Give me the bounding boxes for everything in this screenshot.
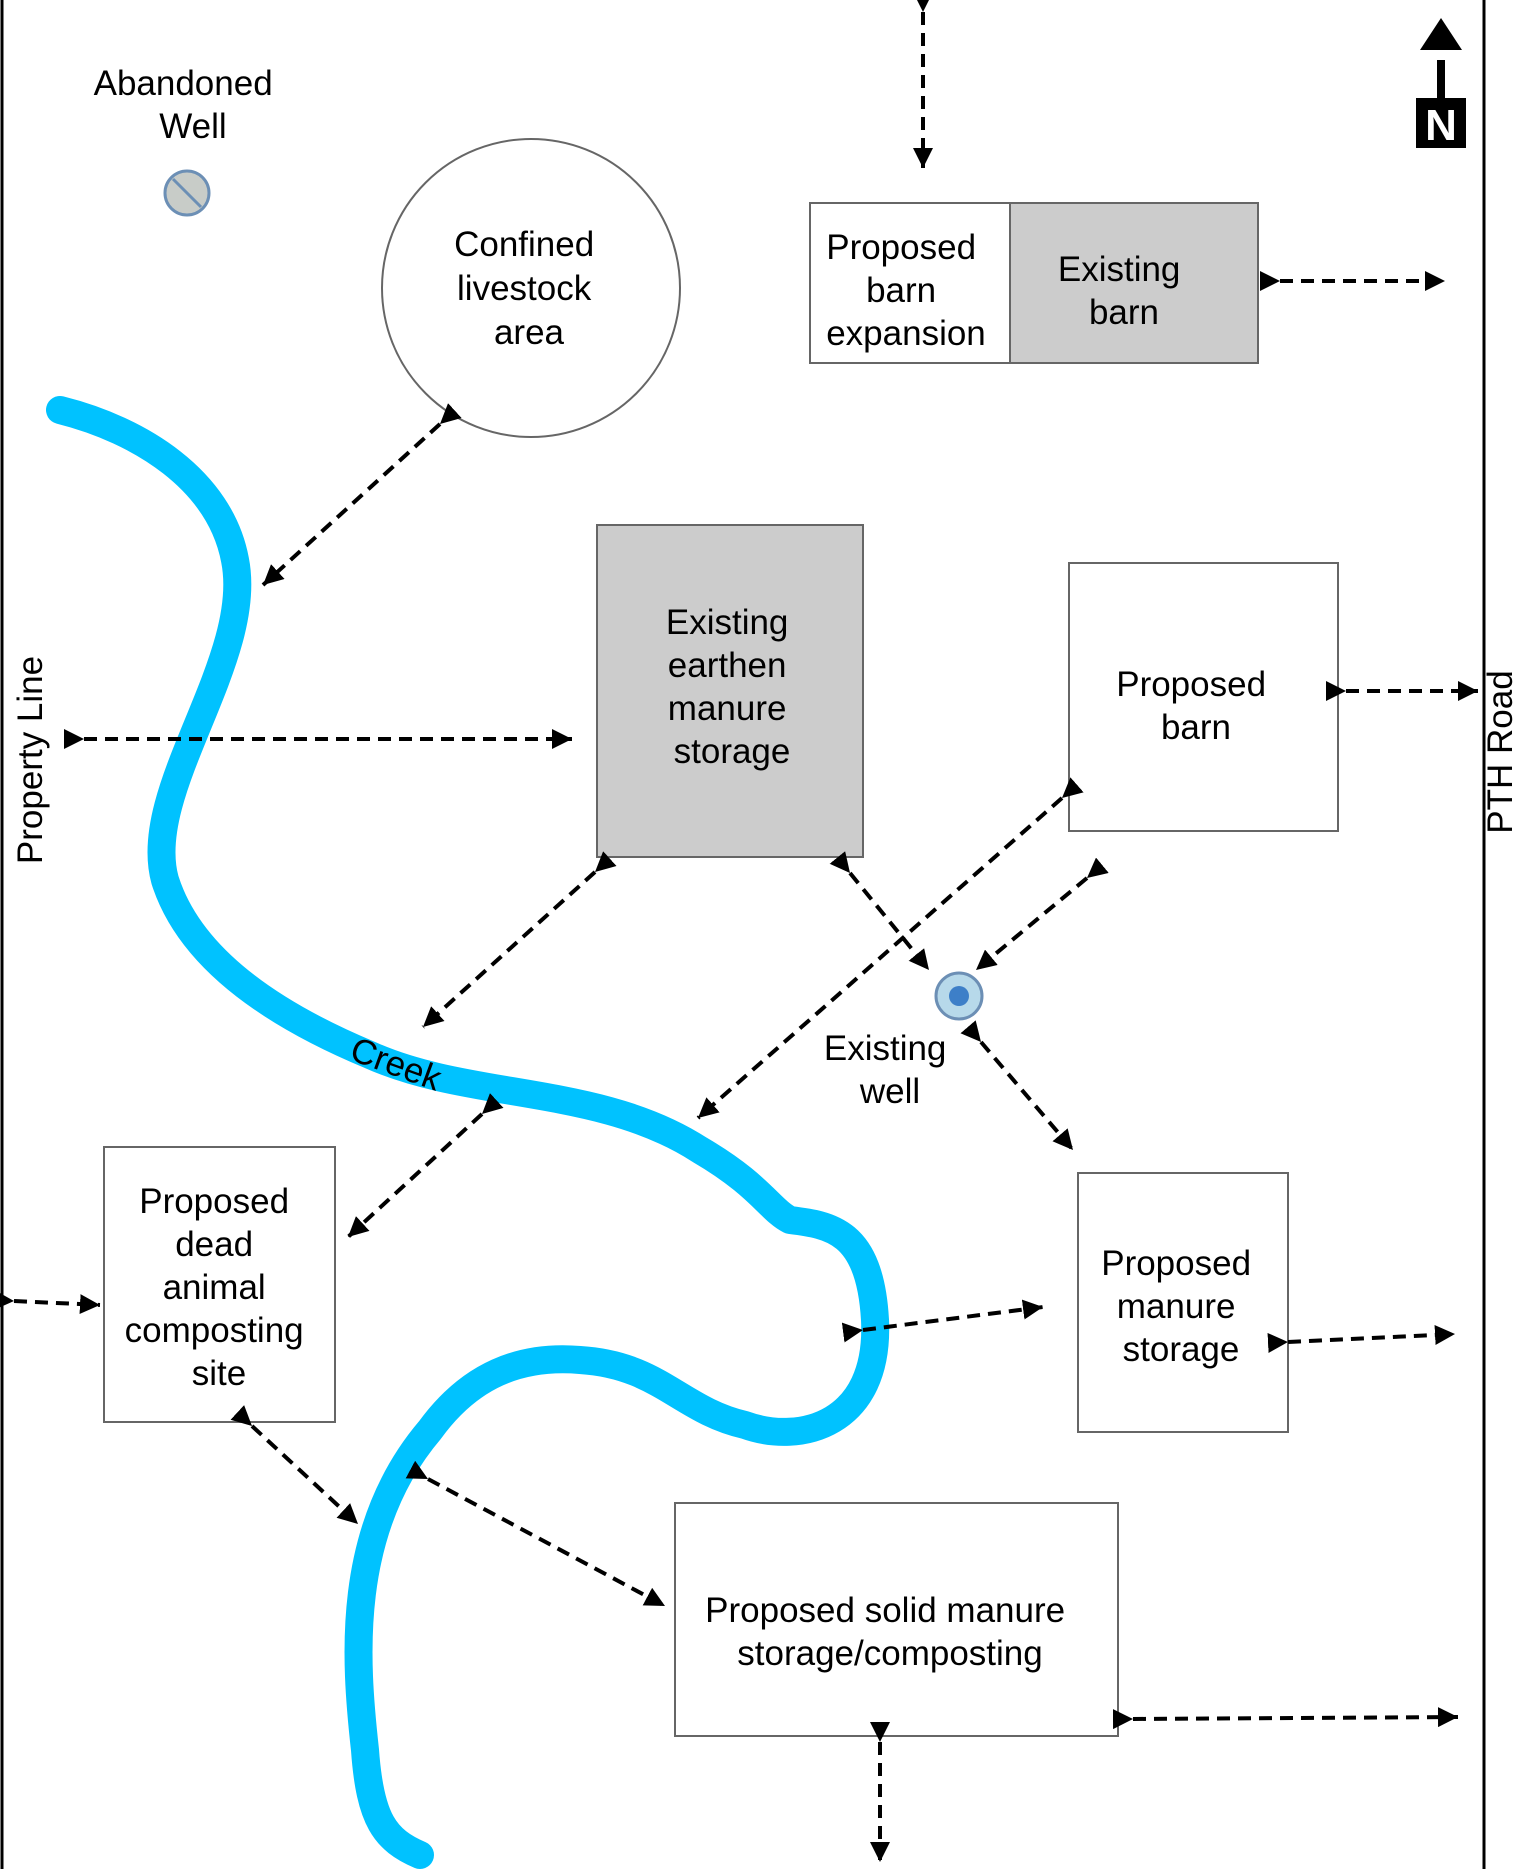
- creek: [46, 396, 890, 1869]
- proposed-solid-manure-storage: Proposed solid manure storage/composting: [674, 1502, 1119, 1737]
- abandoned-well-label: Abandoned Well: [94, 64, 283, 146]
- arrow-creek-solid-manure: [405, 1460, 666, 1608]
- creek-label: Creek: [345, 1030, 447, 1099]
- existing-barn: [1009, 202, 1259, 364]
- separation-arrows: [0, 0, 1478, 1862]
- abandoned-well: Abandoned Well: [94, 64, 283, 217]
- existing-well: Existing well: [824, 971, 984, 1111]
- existing-earthen-storage-label: Existing earthen manure storage: [666, 603, 798, 771]
- arrow-proposed-barn-creek: [696, 777, 1084, 1120]
- arrow-storage-creek: [421, 851, 617, 1029]
- existing-barn-label: Existing barn: [1058, 250, 1190, 332]
- well-icon: [934, 971, 984, 1021]
- arrow-livestock-creek: [261, 403, 462, 587]
- proposed-barn-expansion-label: Proposed barn expansion: [826, 228, 986, 353]
- confined-livestock-label: Confined livestock area: [454, 225, 604, 352]
- confined-livestock-area: Confined livestock area: [381, 138, 681, 438]
- arrow-storage-well: [829, 851, 931, 972]
- arrow-solid-manure-road: [1112, 1707, 1459, 1730]
- proposed-dead-animal-label: Proposed dead animal composting site: [125, 1182, 314, 1393]
- property-line-label: Property Line: [11, 656, 50, 864]
- arrow-well-manure-storage: [960, 1020, 1075, 1152]
- proposed-barn-label: Proposed barn: [1116, 665, 1276, 747]
- arrow-dead-animal-creek-south: [230, 1405, 360, 1526]
- existing-earthen-manure-storage: Existing earthen manure storage: [596, 524, 864, 858]
- existing-well-label: Existing well: [824, 1029, 956, 1111]
- proposed-solid-manure-label: Proposed solid manure storage/composting: [705, 1591, 1075, 1673]
- proposed-manure-storage: Proposed manure storage: [1077, 1172, 1289, 1433]
- arrow-manure-storage-road: [1267, 1324, 1456, 1353]
- proposed-barn-expansion: [809, 202, 1011, 364]
- pth-road-label: PTH Road: [1481, 670, 1520, 833]
- barn-complex: Proposed barn expansion Existing barn: [809, 202, 1259, 364]
- north-arrow-icon: N: [1416, 18, 1466, 150]
- north-label: N: [1425, 101, 1457, 150]
- proposed-barn: Proposed barn: [1068, 562, 1339, 832]
- arrow-proposed-barn-well: [974, 857, 1109, 972]
- proposed-manure-storage-label: Proposed manure storage: [1101, 1244, 1261, 1369]
- abandoned-well-icon: [163, 169, 211, 217]
- arrow-creek-manure-storage: [841, 1299, 1044, 1343]
- arrow-creek-dead-animal: [346, 1093, 504, 1239]
- proposed-dead-animal-composting-site: Proposed dead animal composting site: [103, 1146, 336, 1423]
- arrow-dead-animal-property: [0, 1290, 101, 1315]
